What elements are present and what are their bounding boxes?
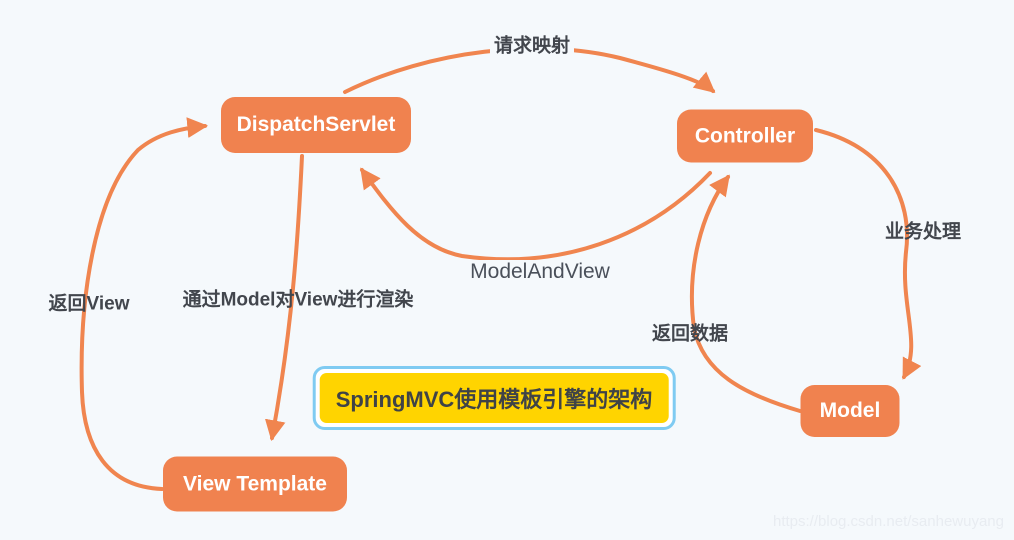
edge-return-data	[689, 174, 802, 413]
diagram-title: SpringMVC使用模板引擎的架构	[319, 373, 669, 423]
edge-return-view	[79, 117, 209, 491]
edge-label-business-processing: 业务处理	[884, 221, 962, 243]
watermark-url: https://blog.csdn.net/sanhewuyang	[773, 513, 1004, 530]
diagram-title-box: SpringMVC使用模板引擎的架构	[312, 366, 676, 430]
node-controller-label: Controller	[694, 124, 796, 147]
edge-label-render: 通过Model对View进行渲染	[182, 289, 414, 311]
node-model: Model	[800, 385, 900, 437]
edge-label-model-and-view: ModelAndView	[466, 260, 614, 284]
edge-request-mapping	[343, 46, 716, 94]
node-view-template-label: View Template	[183, 472, 327, 495]
edge-business-processing	[814, 128, 922, 380]
node-dispatchservlet: DispatchServlet	[221, 97, 411, 153]
edge-label-return-data: 返回数据	[651, 323, 729, 345]
edge-label-return-view: 返回View	[48, 293, 130, 315]
node-model-label: Model	[819, 399, 881, 422]
edge-label-request-mapping: 请求映射	[489, 30, 575, 58]
node-view-template: View Template	[163, 456, 347, 512]
node-dispatchservlet-label: DispatchServlet	[236, 113, 396, 136]
node-controller: Controller	[677, 109, 813, 163]
edge-render	[264, 154, 304, 442]
edge-model-and-view	[360, 167, 712, 262]
